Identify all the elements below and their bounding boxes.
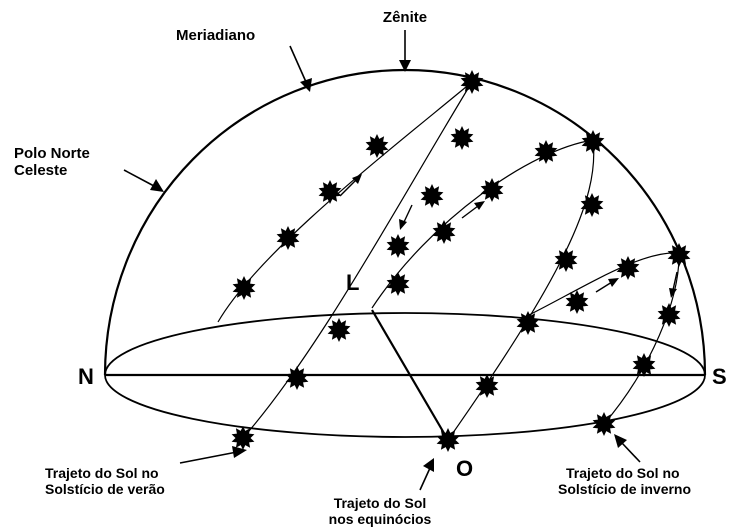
arrow-icon — [232, 446, 247, 458]
arrow-icon — [608, 278, 619, 287]
sun-icon — [231, 426, 255, 450]
arrow-icon — [614, 434, 627, 448]
sun-icon — [632, 353, 656, 377]
winter-path-label-line1: Trajeto do Sol no — [566, 465, 680, 481]
sun-icon — [475, 374, 499, 398]
sun-icon — [565, 290, 589, 314]
arrow-icon — [150, 179, 164, 192]
winter-path-arrow — [621, 442, 641, 463]
arrow-icon — [300, 78, 312, 92]
sun-icon — [232, 276, 256, 300]
arrow-icon — [423, 458, 434, 472]
direction-arrow — [595, 281, 613, 293]
west-label: O — [456, 456, 473, 481]
sun-icon — [276, 226, 300, 250]
sun-icon — [420, 184, 444, 208]
sun-icon — [386, 234, 410, 258]
sun-icon — [386, 272, 410, 296]
sun-icon — [318, 180, 342, 204]
meridian-arrow — [289, 45, 307, 83]
summer-path-label-line2: Solstício de verão — [45, 481, 165, 497]
label-arrows — [123, 30, 641, 491]
summer-path-arrow — [179, 451, 238, 464]
celestial-pole-label-line2: Celeste — [14, 162, 67, 179]
sun-icon — [616, 256, 640, 280]
direction-arrow — [672, 271, 678, 291]
direction-arrows — [339, 174, 678, 298]
celestial-pole-label-line1: Polo Norte — [14, 145, 90, 162]
pole-arrow — [123, 169, 155, 187]
sun-icon — [327, 318, 351, 342]
arrow-icon — [352, 174, 362, 184]
north-label: N — [78, 364, 94, 389]
sun-icon — [580, 193, 604, 217]
arrow-icon — [399, 60, 411, 72]
sun-icon — [450, 126, 474, 150]
zenith-label: Zênite — [383, 9, 427, 26]
sun-icon — [460, 70, 484, 94]
winter-path-label-line2: Solstício de inverno — [558, 481, 691, 497]
meridian-label: Meriadiano — [176, 27, 255, 44]
arrow-icon — [399, 219, 407, 230]
sun-icon — [285, 366, 309, 390]
arrow-icon — [474, 201, 485, 210]
sun-icon — [554, 248, 578, 272]
sun-icon — [667, 243, 691, 267]
east-label: L — [346, 270, 359, 295]
direction-arrow — [461, 205, 479, 219]
equinox-path-label-line1: Trajeto do Sol — [334, 495, 427, 511]
summer-solstice-path — [217, 81, 473, 439]
sun-icon — [432, 220, 456, 244]
sun-icon — [592, 412, 616, 436]
sun-icon — [436, 428, 460, 452]
summer-path-label-line1: Trajeto do Sol no — [45, 465, 159, 481]
sun-icon — [534, 140, 558, 164]
direction-arrow — [403, 204, 413, 223]
winter-solstice-path — [520, 252, 680, 425]
direction-arrow — [339, 179, 357, 197]
equinox-path — [371, 139, 595, 441]
arrow-icon — [669, 288, 677, 298]
sun-icon — [365, 134, 389, 158]
sun-icon — [480, 178, 504, 202]
sun-icon — [657, 303, 681, 327]
equinox-path-arrow — [419, 467, 431, 491]
sun-icon — [581, 130, 605, 154]
east-west-line — [371, 309, 449, 441]
equinox-path-label-line2: nos equinócios — [329, 511, 432, 527]
sun-icon — [516, 311, 540, 335]
sun-positions — [231, 70, 691, 452]
south-label: S — [712, 364, 727, 389]
